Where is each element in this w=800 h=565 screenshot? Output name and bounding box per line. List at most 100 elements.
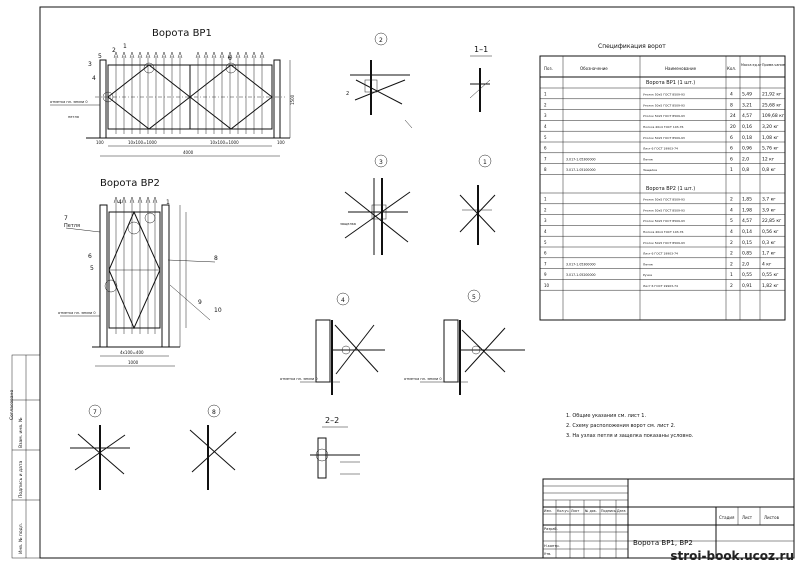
gate-vr1-loop-label: петля xyxy=(68,115,79,119)
gate-vr2-pos-1: 1 xyxy=(166,199,170,206)
gate-vr2-pos-5: 5 xyxy=(90,265,94,272)
spec-group-1: Ворота ВР1 (1 шт.) xyxy=(646,80,695,86)
spec1-row-qty: 4 xyxy=(730,92,733,98)
note-2: 2. Схему расположения ворот см. лист 2. xyxy=(566,423,676,429)
svg-text:отметка пл. земли 0: отметка пл. земли 0 xyxy=(404,377,442,381)
gate-vr1-dim-1: 10х100=1000 xyxy=(128,140,157,145)
section-1-1: 1–1 xyxy=(404,45,492,129)
gate-vr2-elevation: Ворота ВР2 4х100=400 1000 отметка пл. зе… xyxy=(58,178,222,367)
sheet-frame xyxy=(39,6,795,559)
gate-vr1-pos-3: 3 xyxy=(88,61,92,68)
margin-label-2: Подпись и дата xyxy=(18,460,24,498)
spec2-row-pos: 6 xyxy=(544,251,547,256)
spec-table: Спецификация ворот Поз. Обозначение Наим… xyxy=(539,43,786,321)
spec-hdr-name: Наименование xyxy=(665,66,697,71)
spec2-row-name: Ручка xyxy=(643,273,652,277)
spec2-row-desig: 3.017-1.05200000 xyxy=(566,273,596,277)
gate-vr1-pos-6: 6 xyxy=(228,55,232,62)
section-2-2-label: 2–2 xyxy=(325,416,339,425)
spec1-row-note: 1,08 кг xyxy=(762,135,779,141)
gate-vr2-pos-9: 9 xyxy=(198,299,202,306)
spec1-row-pos: 7 xyxy=(544,156,547,161)
watermark-text: stroi-book.ucoz.ru xyxy=(670,549,794,563)
spec2-row-pos: 3 xyxy=(544,218,547,223)
spec1-row-name: Уголок 50х5 ГОСТ 8509-93 xyxy=(643,93,685,97)
spec1-row-name: Защелка xyxy=(643,168,657,172)
spec2-row-note: 0,3 кг xyxy=(762,240,776,246)
svg-text:2: 2 xyxy=(346,91,349,97)
gate-vr1-pos-2: 2 xyxy=(112,47,116,54)
spec1-row-qty: 6 xyxy=(730,146,733,152)
spec1-row-note: 25,68 кг xyxy=(762,102,782,108)
spec-hdr-note: Приме-чание xyxy=(762,63,785,67)
gate-vr2-title: Ворота ВР2 xyxy=(100,178,160,189)
node-1-detail: 1 xyxy=(459,154,496,245)
spec1-row-note: 0,8 кг xyxy=(762,167,776,173)
spec2-row-mass: 1,98 xyxy=(742,207,752,213)
spec2-row-desig: 3.017-1.05300000 xyxy=(566,262,596,266)
spec2-row-qty: 2 xyxy=(730,251,733,257)
spec1-row-mass: 2,0 xyxy=(742,156,749,162)
spec2-row-pos: 5 xyxy=(544,240,547,245)
spec2-row-mass: 0,15 xyxy=(742,240,752,246)
gate-vr2-dim-2: 1000 xyxy=(128,360,139,365)
stamp-col-5: Подпись xyxy=(601,509,616,513)
node-3-detail: 3 защелка xyxy=(340,154,411,255)
spec1-row-note: 21,92 кг xyxy=(762,92,782,98)
spec1-row-note: 109,68 кг xyxy=(762,113,785,119)
gate-vr1-pos-4: 4 xyxy=(92,75,96,82)
spec2-row-name: Уголок 50х5 ГОСТ 8509-93 xyxy=(643,241,685,245)
node-8-detail: 8 xyxy=(189,404,237,490)
spec2-row-pos: 1 xyxy=(544,197,547,202)
node-4-detail: 4 отметка пл. земли 0 xyxy=(280,292,385,395)
node-5-label: 5 xyxy=(472,294,476,301)
node-1-label: 1 xyxy=(483,159,487,166)
spec1-row-name: Уголок 50х5 ГОСТ 8509-93 xyxy=(643,114,685,118)
spec1-row-mass: 4,57 xyxy=(742,113,752,119)
spec-hdr-qty: Кол. xyxy=(727,66,736,71)
gate-vr1-title: Ворота ВР1 xyxy=(152,28,212,39)
spec2-row-qty: 5 xyxy=(730,218,733,224)
spec2-row-note: 4 кг xyxy=(762,261,772,267)
note-3: 3. На узлах петля и защелка показаны усл… xyxy=(566,433,694,439)
spec2-row-pos: 10 xyxy=(544,283,550,288)
spec1-row-qty: 24 xyxy=(730,113,736,119)
gate-vr1-dim-3: 4000 xyxy=(183,150,194,155)
gate-vr2-pos-10: 10 xyxy=(214,307,222,314)
gate-vr2-dim-1: 4х100=400 xyxy=(120,350,144,355)
gate-vr1-level-label: отметка пл. земли 0 xyxy=(50,100,88,104)
general-notes: 1. Общие указания см. лист 1. 2. Схему р… xyxy=(566,413,694,439)
spec1-row-mass: 0,18 xyxy=(742,135,752,141)
spec2-row-pos: 9 xyxy=(544,272,547,277)
spec1-row-pos: 8 xyxy=(544,167,547,172)
svg-text:защелка: защелка xyxy=(340,222,356,226)
spec2-row-qty: 4 xyxy=(730,229,733,235)
spec2-row-note: 0,56 кг xyxy=(762,229,779,235)
stamp-title: Ворота ВР1, ВР2 xyxy=(633,539,693,547)
node-5-detail: 5 отметка пл. земли 0 xyxy=(404,289,525,395)
node-8-label: 8 xyxy=(212,409,216,416)
gate-vr2-level-label: отметка пл. земли 0 xyxy=(58,311,96,315)
spec1-row-mass: 0,8 xyxy=(742,167,749,173)
node-7-detail: 7 xyxy=(70,404,130,490)
spec1-row-pos: 6 xyxy=(544,146,547,151)
spec1-row-pos: 3 xyxy=(544,113,547,118)
spec2-row-name: Уголок 50х5 ГОСТ 8509-93 xyxy=(643,208,685,212)
spec2-row-mass: 0,91 xyxy=(742,283,752,289)
stamp-row-3: Утв. xyxy=(544,552,551,556)
spec-hdr-mass: Масса ед.кг xyxy=(741,63,762,67)
node-4-label: 4 xyxy=(341,297,345,304)
node-2-label: 2 xyxy=(379,37,383,44)
spec2-row-note: 1,7 кг xyxy=(762,251,776,257)
spec2-row-name: Уголок 50х5 ГОСТ 8509-93 xyxy=(643,219,685,223)
node-3-label: 3 xyxy=(379,159,383,166)
node-7-label: 7 xyxy=(93,409,97,416)
spec1-row-desig: 3.017-1.05100000 xyxy=(566,168,596,172)
spec1-row-qty: 20 xyxy=(730,124,736,130)
spec2-row-name: Лист 6 ГОСТ 19903-74 xyxy=(643,252,678,256)
left-margin-stamp: Инв. № подл. Подпись и дата Взам. инв. №… xyxy=(9,354,41,559)
spec1-row-qty: 1 xyxy=(730,167,733,173)
spec2-row-note: 0,55 кг xyxy=(762,272,779,278)
spec2-row-pos: 7 xyxy=(544,261,547,266)
gate-vr2-pos-7: 7 xyxy=(64,215,68,222)
